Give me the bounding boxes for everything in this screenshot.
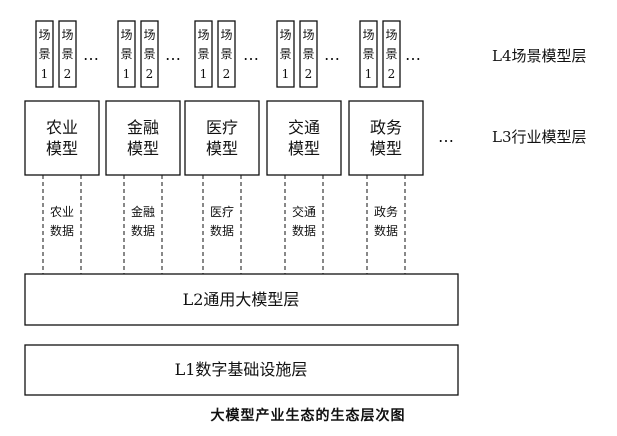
scene-ellipsis: …: [83, 45, 99, 64]
industry-model-label: 模型: [288, 139, 320, 158]
l2-general-model-layer-box: [24, 273, 459, 326]
industry-model-box: [105, 100, 181, 176]
industry-model-label: 金融: [127, 118, 159, 137]
scene-char: 场: [120, 28, 132, 42]
scene-char: 场: [385, 28, 397, 42]
industry-model-label: 模型: [206, 139, 238, 158]
scene-number: 1: [123, 67, 131, 81]
scene-ellipsis: …: [243, 45, 259, 64]
scene-char: 景: [362, 47, 374, 61]
scene-box: 场景 2: [217, 20, 236, 88]
scene-box: 场景 2: [382, 20, 401, 88]
industry-model-box: [184, 100, 260, 176]
scene-box: 场景 1: [359, 20, 378, 88]
l4-layer-label: L4场景模型层: [492, 47, 587, 65]
scene-char: 景: [120, 47, 132, 61]
scene-number: 2: [223, 67, 231, 81]
l3-layer-label: L3行业模型层: [492, 128, 587, 146]
industry-data-label: 数据: [50, 223, 74, 238]
l4-scene-boxes: 场景1场景2…场景1场景2…场景1场景2…场景1场景2…场景1场景2…: [35, 20, 421, 88]
scene-char: 景: [197, 47, 209, 61]
industry-model-label: 模型: [127, 139, 159, 158]
scene-box: 场景 1: [276, 20, 295, 88]
scene-box: 场景 2: [140, 20, 159, 88]
industry-data-label: 农业: [50, 205, 74, 219]
scene-box: 场景 2: [58, 20, 77, 88]
scene-char: 场: [279, 28, 291, 42]
scene-number: 1: [282, 67, 290, 81]
scene-number: 1: [365, 67, 373, 81]
scene-char: 场: [143, 28, 155, 42]
scene-number: 1: [41, 67, 49, 81]
l2-layer-label: L2通用大模型层: [183, 290, 300, 309]
scene-box: 场景 1: [194, 20, 213, 88]
scene-char: 景: [220, 47, 232, 61]
scene-box: 场景 1: [35, 20, 54, 88]
industry-model-box: [348, 100, 424, 176]
scene-number: 2: [146, 67, 154, 81]
industry-data-label: 政务: [374, 204, 398, 219]
scene-number: 1: [200, 67, 208, 81]
scene-ellipsis: …: [165, 45, 181, 64]
scene-box: 场景 1: [117, 20, 136, 88]
industry-data-label: 数据: [131, 223, 155, 238]
scene-char: 场: [362, 28, 374, 42]
industry-model-box: [266, 100, 342, 176]
industry-data-label: 交通: [292, 204, 316, 219]
scene-char: 景: [61, 47, 73, 61]
industry-model-label: 交通: [288, 118, 320, 137]
scene-char: 场: [197, 28, 209, 42]
scene-number: 2: [305, 67, 313, 81]
scene-ellipsis: …: [324, 45, 340, 64]
scene-char: 场: [220, 28, 232, 42]
scene-char: 场: [61, 28, 73, 42]
industry-ellipsis: …: [438, 127, 454, 146]
industry-model-label: 政务: [370, 118, 402, 137]
scene-char: 景: [302, 47, 314, 61]
scene-char: 景: [385, 47, 397, 61]
diagram-caption: 大模型产业生态的生态层次图: [211, 407, 406, 424]
scene-ellipsis: …: [405, 45, 421, 64]
industry-model-box: [24, 100, 100, 176]
scene-number: 2: [64, 67, 72, 81]
industry-data-label: 数据: [292, 223, 316, 238]
industry-data-label: 数据: [374, 223, 398, 238]
scene-char: 场: [302, 28, 314, 42]
industry-model-label: 农业: [46, 118, 78, 137]
industry-data-label: 金融: [131, 204, 155, 219]
scene-char: 景: [38, 47, 50, 61]
l1-layer-label: L1数字基础设施层: [175, 360, 308, 379]
industry-model-label: 模型: [46, 139, 78, 158]
scene-char: 场: [38, 28, 50, 42]
industry-model-label: 模型: [370, 139, 402, 158]
scene-char: 景: [279, 47, 291, 61]
scene-number: 2: [388, 67, 396, 81]
scene-char: 景: [143, 47, 155, 61]
industry-data-label: 医疗: [210, 205, 234, 219]
industry-data-label: 数据: [210, 223, 234, 238]
scene-box: 场景 2: [299, 20, 318, 88]
l1-infrastructure-layer-box: [24, 344, 459, 396]
industry-model-label: 医疗: [206, 118, 238, 137]
